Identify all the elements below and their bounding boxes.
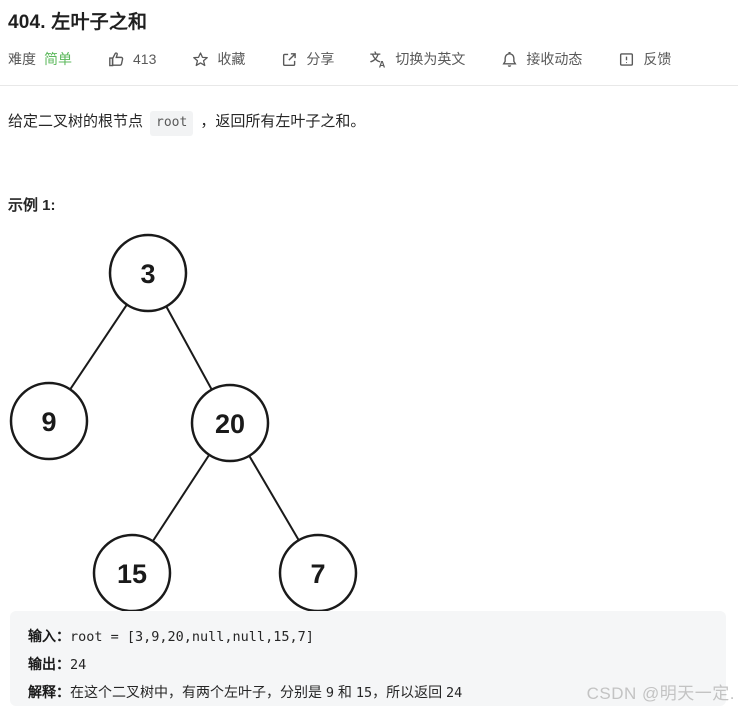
example-heading: 示例 1:	[8, 197, 56, 214]
difficulty-value-link[interactable]: 简单	[44, 51, 72, 67]
output-label: 输出：	[28, 656, 70, 672]
favorite-button[interactable]: 收藏	[192, 49, 245, 69]
feedback-label: 反馈	[643, 51, 672, 67]
explain-text-1: 在这个二叉树中，有两个左叶子，分别是	[70, 684, 326, 700]
output-value: 24	[70, 657, 87, 673]
problem-description: 给定二叉树的根节点 root ，返回所有左叶子之和。	[8, 111, 730, 136]
like-count: 413	[133, 51, 157, 67]
explain-num-3: 24	[445, 685, 463, 701]
description-prefix: 给定二叉树的根节点	[8, 113, 144, 130]
share-label: 分享	[306, 51, 335, 67]
subscribe-button[interactable]: 接收动态	[501, 49, 582, 69]
tree-node-value: 3	[140, 259, 155, 289]
feedback-button[interactable]: 反馈	[618, 49, 671, 69]
share-button[interactable]: 分享	[281, 49, 334, 69]
toolbar: 难度 简单 413 收藏 分享	[8, 49, 730, 85]
tree-node-value: 7	[310, 559, 325, 589]
explain-text-2: 和	[334, 684, 356, 700]
tree-node-value: 9	[41, 407, 56, 437]
tree-node-value: 20	[215, 409, 245, 439]
svg-text:A: A	[379, 59, 386, 68]
share-icon	[281, 51, 298, 68]
tree-node-value: 15	[117, 559, 147, 589]
page-title: 404. 左叶子之和	[8, 12, 148, 33]
explain-text-3: ，所以返回	[372, 684, 446, 700]
binary-tree-diagram: 3 9 20 15 7	[0, 217, 730, 621]
example-output-line: 输出：24	[28, 651, 708, 679]
switch-language-label: 切换为英文	[395, 51, 466, 67]
binary-tree-svg: 3 9 20 15 7	[9, 233, 358, 613]
favorite-label: 收藏	[217, 51, 246, 67]
header-divider	[0, 85, 738, 86]
svg-text:文: 文	[370, 51, 381, 64]
explain-num-2: 15	[355, 685, 373, 701]
example-explain-line: 解释：在这个二叉树中，有两个左叶子，分别是 9 和 15，所以返回 24	[28, 679, 708, 707]
thumbs-up-icon	[108, 51, 125, 68]
example-input-line: 输入：root = [3,9,20,null,null,15,7]	[28, 623, 708, 651]
subscribe-label: 接收动态	[526, 51, 583, 67]
like-button[interactable]: 413	[108, 51, 156, 68]
problem-header: 404. 左叶子之和 难度 简单 413 收藏	[0, 0, 738, 85]
root-code-chip: root	[150, 111, 194, 136]
problem-content: 给定二叉树的根节点 root ，返回所有左叶子之和。 示例 1: 3 9 20 15 7	[0, 111, 738, 621]
feedback-icon	[618, 51, 635, 68]
explain-label: 解释：	[28, 684, 70, 700]
example-io-block: 输入：root = [3,9,20,null,null,15,7] 输出：24 …	[10, 611, 726, 706]
difficulty-label: 难度	[8, 51, 36, 67]
tree-node-circle	[190, 383, 270, 463]
bell-icon	[501, 51, 518, 68]
explain-num-1: 9	[325, 685, 335, 701]
difficulty-group: 难度 简单	[8, 49, 72, 69]
input-value: root = [3,9,20,null,null,15,7]	[70, 629, 314, 645]
description-suffix: ，返回所有左叶子之和。	[200, 113, 366, 130]
tree-node-circle	[9, 381, 89, 461]
star-icon	[192, 51, 209, 68]
input-label: 输入：	[28, 628, 70, 644]
tree-node-circle	[108, 233, 188, 313]
